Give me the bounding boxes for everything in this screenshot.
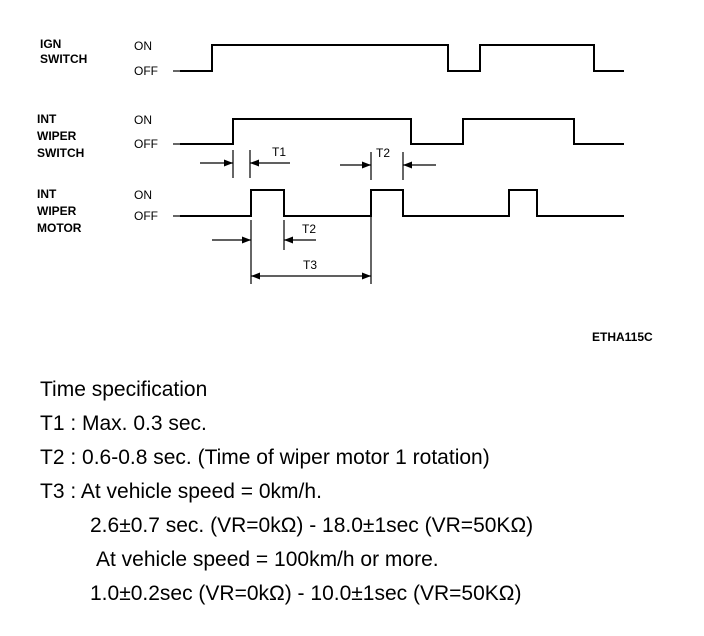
- t2-switch-dimension: T2: [340, 146, 436, 180]
- wiper-switch-off-label: OFF: [134, 137, 158, 151]
- t1-label: T1: [272, 145, 286, 159]
- spec-t3-high-speed-range: 1.0±0.2sec (VR=0kΩ) - 10.0±1sec (VR=50KΩ…: [90, 582, 522, 605]
- ign-switch-waveform: [180, 44, 624, 72]
- wiper-switch-label-line-1: INT: [37, 112, 57, 126]
- ign-off-label: OFF: [134, 64, 158, 78]
- t2-motor-dimension: T2: [212, 220, 316, 250]
- spec-title: Time specification: [40, 378, 208, 401]
- ign-switch-label: IGN SWITCH: [40, 37, 87, 66]
- time-specification: Time specification T1 : Max. 0.3 sec. T2…: [40, 373, 700, 611]
- timing-diagram: IGN SWITCH INT WIPER SWITCH INT WIPER MO…: [37, 37, 653, 344]
- ign-on-label: ON: [134, 39, 152, 53]
- wiper-motor-off-label: OFF: [134, 209, 158, 223]
- t2-motor-label: T2: [302, 222, 316, 236]
- spec-t3-high-speed-condition: At vehicle speed = 100km/h or more.: [96, 548, 439, 571]
- t1-dimension: T1: [200, 145, 290, 178]
- t3-label: T3: [303, 258, 317, 272]
- int-wiper-switch-label: INT WIPER SWITCH: [37, 112, 84, 160]
- wiper-switch-on-label: ON: [134, 113, 152, 127]
- int-wiper-motor-label: INT WIPER MOTOR: [37, 187, 82, 235]
- wiper-switch-waveform: [180, 118, 624, 145]
- spec-t2: T2 : 0.6-0.8 sec. (Time of wiper motor 1…: [40, 446, 490, 469]
- wiper-motor-label-line-3: MOTOR: [37, 221, 82, 235]
- t3-dimension: T3: [250, 216, 372, 284]
- spec-t3: T3 : At vehicle speed = 0km/h.: [40, 480, 322, 503]
- wiper-switch-label-line-2: WIPER: [37, 129, 77, 143]
- wiper-motor-label-line-1: INT: [37, 187, 57, 201]
- wiper-motor-waveform: [180, 189, 624, 217]
- ign-label-line-2: SWITCH: [40, 52, 87, 66]
- ign-label-line-1: IGN: [40, 37, 61, 51]
- wiper-motor-label-line-2: WIPER: [37, 204, 77, 218]
- figure-code: ETHA115C: [592, 330, 653, 344]
- t2-switch-label: T2: [376, 146, 390, 160]
- wiper-switch-label-line-3: SWITCH: [37, 146, 84, 160]
- wiper-motor-on-label: ON: [134, 188, 152, 202]
- spec-t1: T1 : Max. 0.3 sec.: [40, 412, 207, 435]
- spec-t3-low-speed-range: 2.6±0.7 sec. (VR=0kΩ) - 18.0±1sec (VR=50…: [90, 514, 534, 537]
